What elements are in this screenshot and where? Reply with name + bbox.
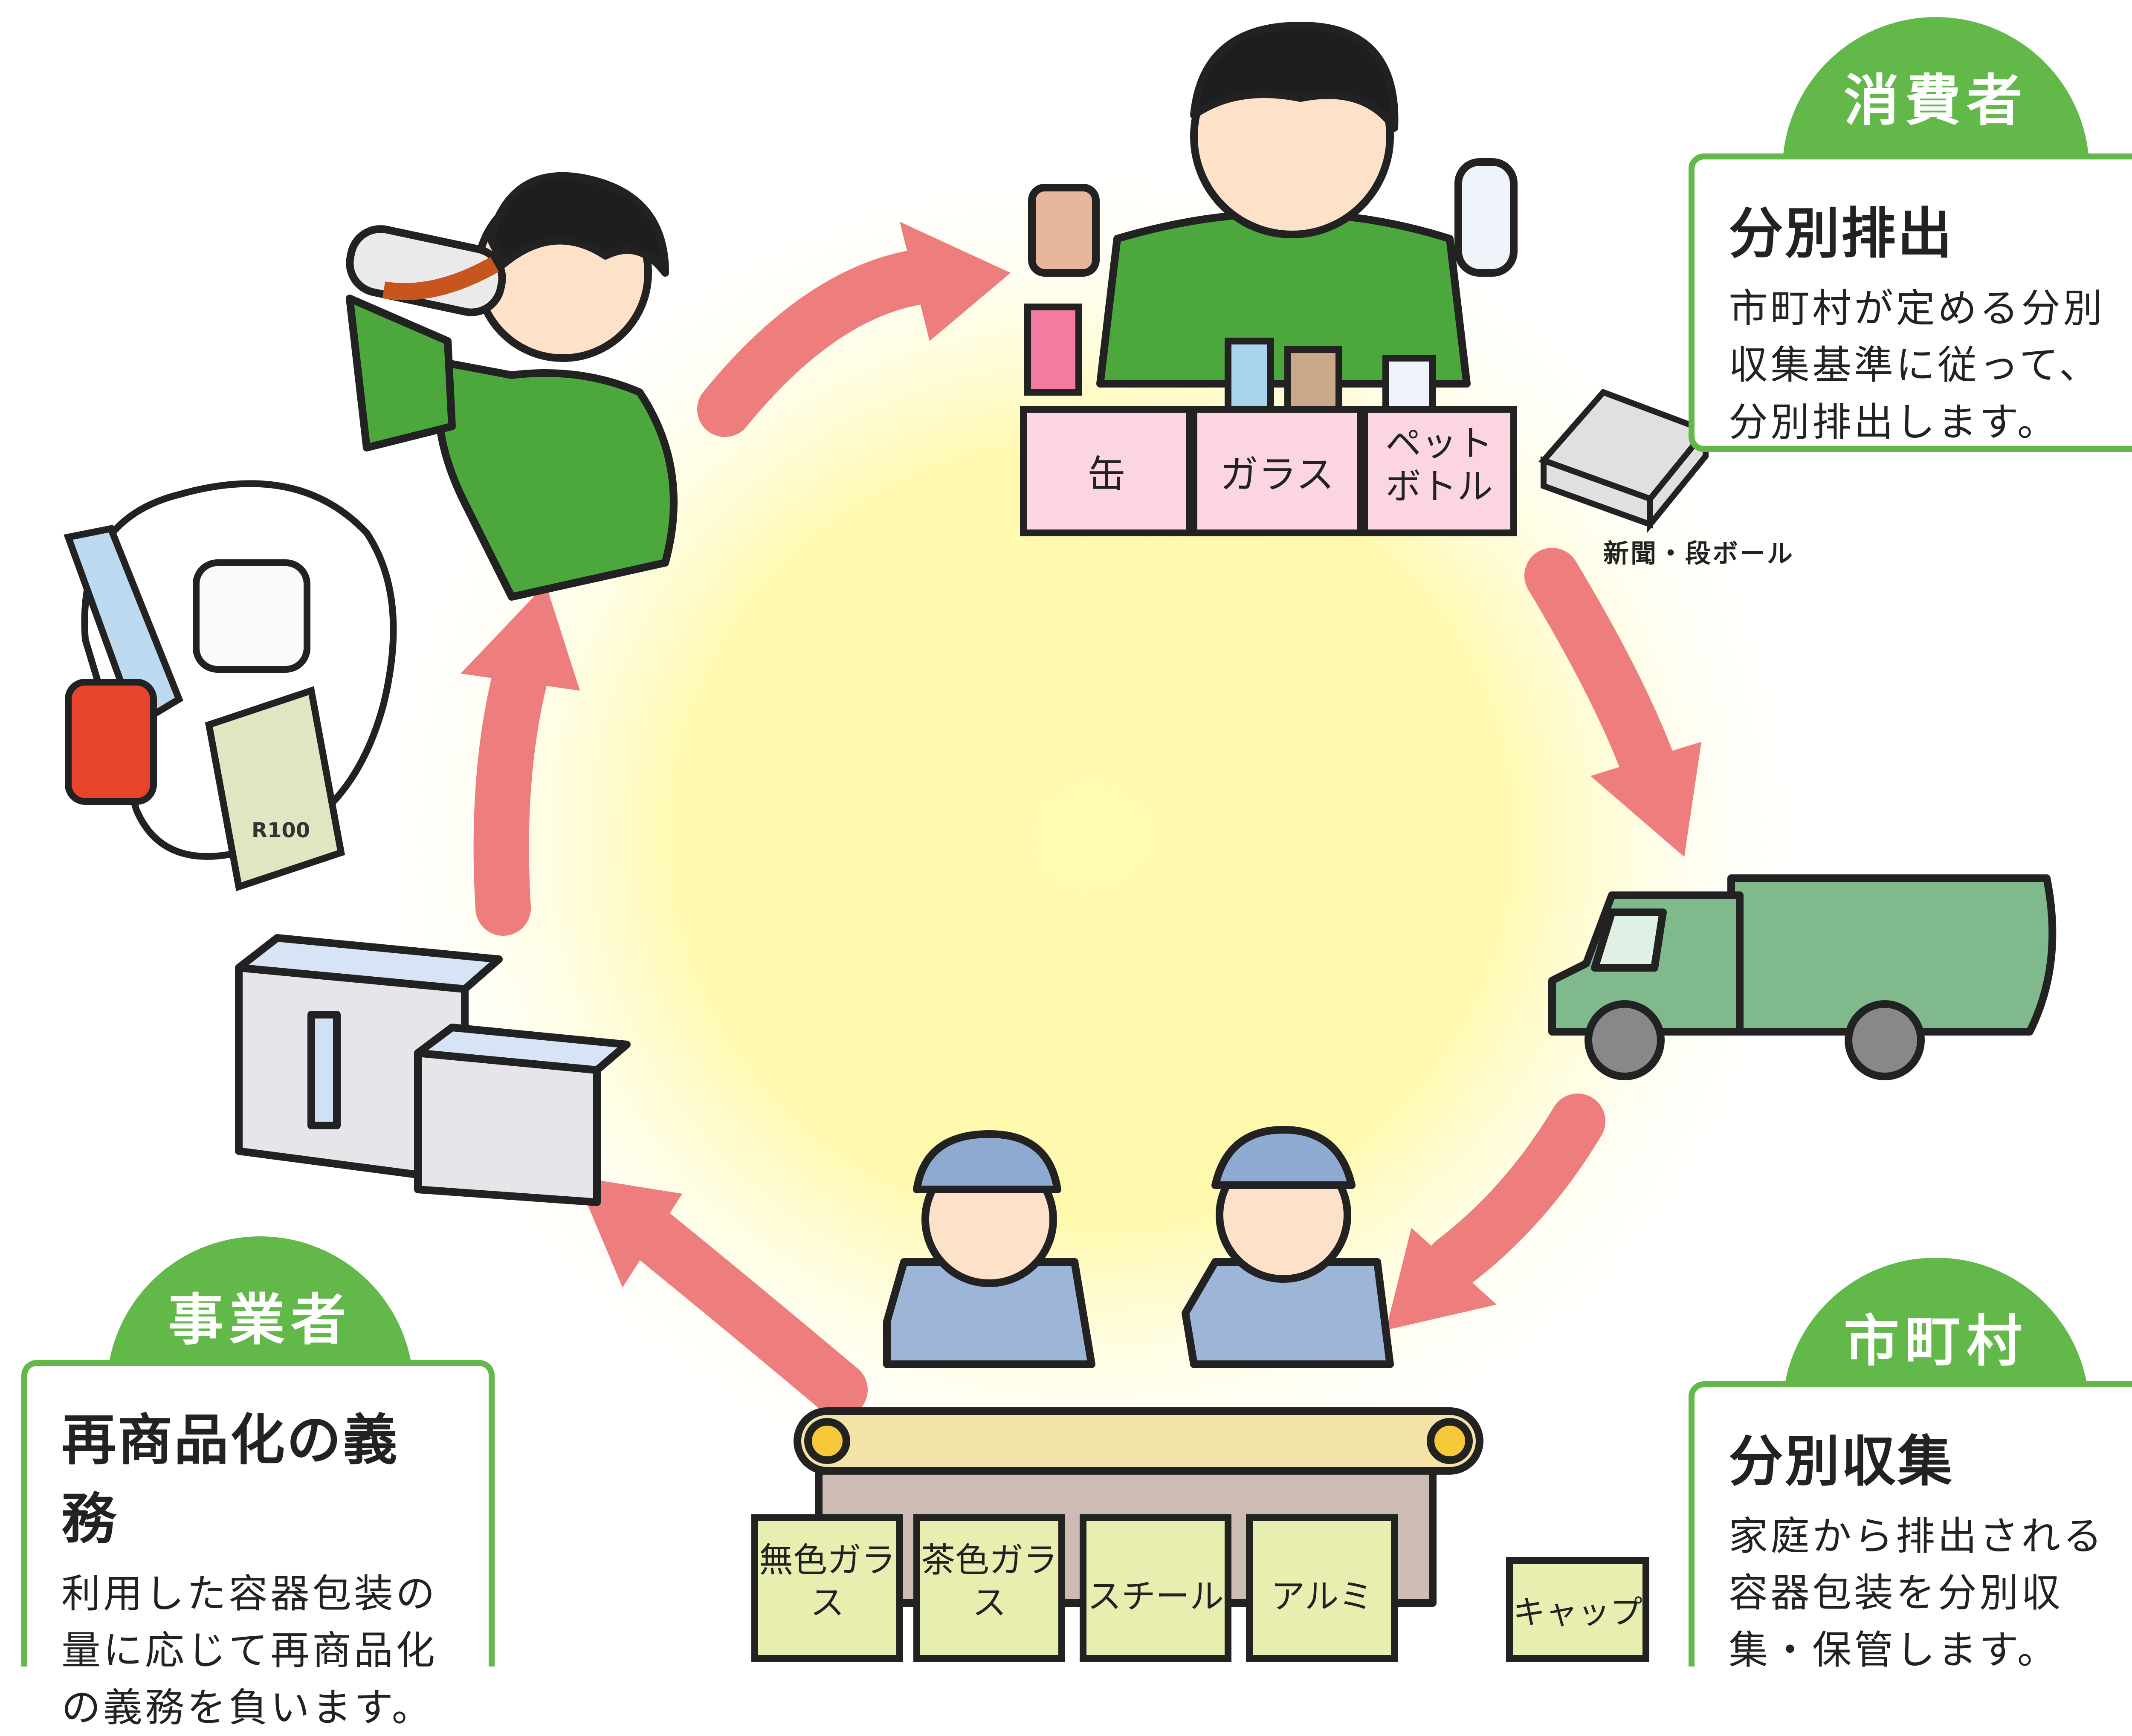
bin-glass — [1191, 406, 1364, 536]
conveyor-belt — [794, 1407, 1483, 1475]
sorting-bins — [751, 1514, 1649, 1662]
bin-label-glass: ガラス — [1220, 452, 1335, 497]
bin-clear-glass — [751, 1514, 903, 1662]
newspaper-label: 新聞・段ボール — [1603, 539, 1794, 569]
arrow-sort-to-truck — [1524, 548, 1674, 787]
municipality-card: 分別収集 家庭から排出される容器包装を分別収集・保管します。 — [1689, 1381, 2132, 1673]
newspaper-bundle — [1538, 388, 1711, 533]
bin-label-can: 缶 — [1087, 452, 1126, 497]
municipality-body: 家庭から排出される容器包装を分別収集・保管します。 — [1729, 1513, 2105, 1673]
bin-label-pet: ペットボトル — [1385, 422, 1493, 507]
bin-brown-glass — [913, 1514, 1065, 1662]
garbage-truck — [1548, 874, 2057, 1080]
bin-can — [1020, 406, 1193, 536]
bin-label-steel: スチール — [1087, 1577, 1224, 1616]
recycle-bins — [1020, 304, 1517, 536]
bin-label-aluminum: アルミ — [1271, 1577, 1373, 1616]
arrow-truck-to-facility — [1426, 1094, 1605, 1290]
bin-label-cap: キャップ — [1513, 1593, 1642, 1631]
arrow-heads — [461, 222, 1701, 1330]
sorting-person — [1028, 22, 1518, 388]
business-card: 再商品化の義務 利用した容器包装の量に応じて再商品化の義務を負います。 — [21, 1360, 495, 1730]
notebook-mark: R100 — [252, 819, 310, 842]
cycle-arrows — [473, 249, 1674, 1418]
business-body: 利用した容器包装の量に応じて再商品化の義務を負います。 — [61, 1571, 438, 1730]
arrow-factory-to-drink — [473, 633, 552, 936]
bin-label-brown-glass: 茶色ガラス — [921, 1540, 1057, 1623]
bin-label-clear-glass: 無色ガラス — [759, 1540, 895, 1623]
consumer-body: 市町村が定める分別収集基準に従って、分別排出します。 — [1729, 286, 2105, 445]
drinking-person — [346, 172, 678, 601]
business-heading: 再商品化の義務 — [61, 1409, 400, 1551]
cycle-illustration — [64, 22, 2057, 1662]
factory-building — [235, 934, 631, 1206]
recycling-cycle-diagram: 新聞・段ボール 缶 ガラス ペットボトル 無色ガラス 茶色ガラス スチール アル… — [21, 17, 2132, 1730]
arrow-facility-to-factory — [616, 1200, 868, 1418]
arrow-drink-to-sort — [697, 249, 944, 437]
consumer-card: 分別排出 市町村が定める分別収集基準に従って、分別排出します。 — [1689, 153, 2132, 452]
bin-aluminum — [1246, 1514, 1398, 1662]
municipality-heading: 分別収集 — [1729, 1430, 1954, 1493]
recycled-products — [64, 480, 397, 891]
bin-cap — [1506, 1557, 1649, 1662]
bin-steel — [1080, 1514, 1231, 1662]
consumer-heading: 分別排出 — [1729, 202, 1954, 266]
bin-pet — [1361, 406, 1517, 536]
